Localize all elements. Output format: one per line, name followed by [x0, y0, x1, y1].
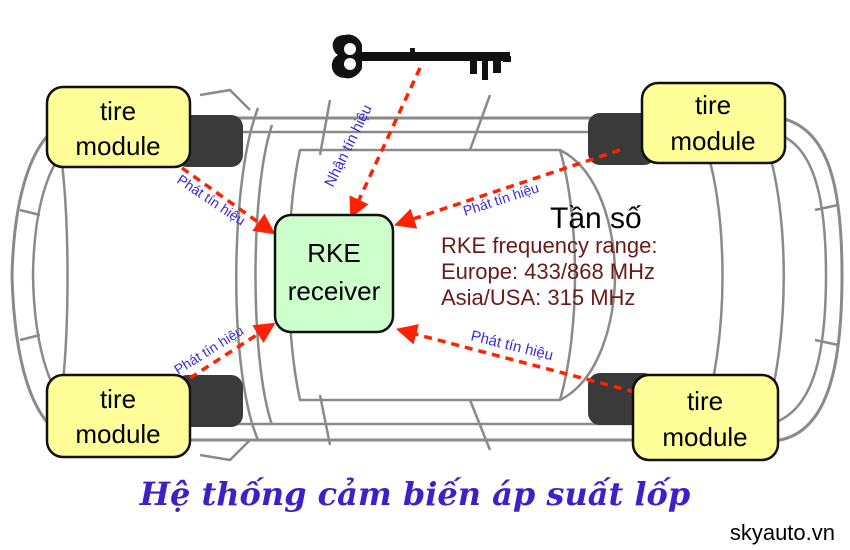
tire-front-right [588, 113, 656, 165]
tire-module-label-line2: module [75, 419, 160, 449]
rke-receiver: RKE receiver [273, 213, 395, 334]
tire-module-rear-right: tire module [631, 373, 780, 462]
key-icon [331, 34, 511, 80]
tire-module-label-line1: tire [695, 90, 731, 120]
tire-module-label-line2: module [75, 131, 160, 161]
caption: Hệ thống cảm biến áp suất lốp [139, 475, 690, 513]
tire-module-front-right: tire module [640, 81, 787, 165]
tire-module-label-line2: module [670, 126, 755, 156]
tire-rear-left [175, 375, 243, 427]
tire-module-label-line2: module [662, 422, 747, 452]
tire-module-rear-left: tire module [45, 373, 192, 459]
tire-module-label-line1: tire [100, 96, 136, 126]
arrow-rear-right [395, 324, 636, 394]
tire-module-label-line1: tire [687, 386, 723, 416]
arrow-front-right [394, 148, 621, 229]
receiver-label-line2: receiver [288, 276, 381, 306]
frequency-line-1: RKE frequency range: [441, 233, 657, 258]
tire-module-front-left: tire module [45, 85, 192, 169]
tire-module-label-line1: tire [100, 384, 136, 414]
frequency-heading: Tần số [550, 202, 642, 235]
arrow-front-left [180, 166, 276, 235]
receiver-label-line1: RKE [307, 238, 360, 268]
frequency-info: Tần số RKE frequency range: Europe: 433/… [441, 202, 657, 310]
watermark: skyauto.vn [730, 520, 835, 545]
arrow-rear-left [189, 322, 276, 380]
frequency-line-2: Europe: 433/868 MHz [441, 259, 655, 284]
frequency-line-3: Asia/USA: 315 MHz [441, 285, 635, 310]
tire-front-left [175, 115, 243, 167]
signal-arrows [180, 67, 636, 394]
